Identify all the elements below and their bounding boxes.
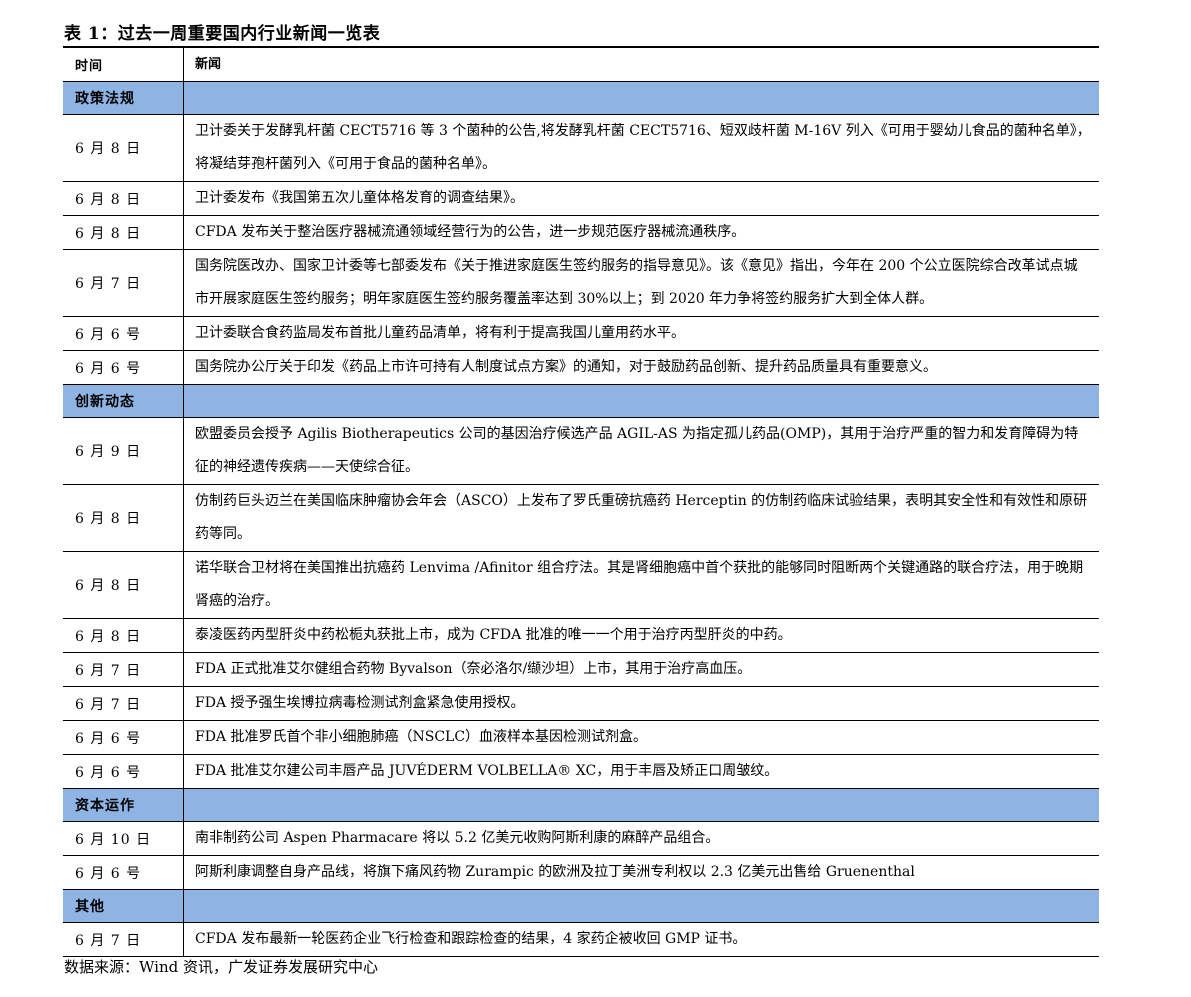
row-news: 诺华联合卫材将在美国推出抗癌药 Lenvima /Afinitor 组合疗法。其… — [183, 551, 1099, 619]
row-news: FDA 批准艾尔建公司丰唇产品 JUVÉDERM VOLBELLA® XC，用于… — [183, 754, 1099, 789]
row-date: 6 月 8 日 — [63, 484, 184, 552]
row-date: 6 月 10 日 — [63, 821, 184, 856]
row-news: 卫计委发布《我国第五次儿童体格发育的调查结果》。 — [183, 181, 1099, 216]
row-news: FDA 正式批准艾尔健组合药物 Byvalson（奈必洛尔/缬沙坦）上市，其用于… — [183, 652, 1099, 687]
row-news: 阿斯利康调整自身产品线，将旗下痛风药物 Zurampic 的欧洲及拉丁美洲专利权… — [183, 855, 1099, 890]
table-row: 6 月 6 号 FDA 批准罗氏首个非小细胞肺癌（NSCLC）血液样本基因检测试… — [63, 720, 1099, 755]
category-label: 其他 — [63, 889, 184, 923]
row-news: 卫计委联合食药监局发布首批儿童药品清单，将有利于提高我国儿童用药水平。 — [183, 316, 1099, 351]
row-news: 卫计委关于发酵乳杆菌 CECT5716 等 3 个菌种的公告,将发酵乳杆菌 CE… — [183, 114, 1099, 182]
table-row: 6 月 7 日 FDA 授予强生埃博拉病毒检测试剂盒紧急使用授权。 — [63, 686, 1099, 721]
table-row: 6 月 7 日 FDA 正式批准艾尔健组合药物 Byvalson（奈必洛尔/缬沙… — [63, 652, 1099, 687]
table-row: 6 月 6 号 FDA 批准艾尔建公司丰唇产品 JUVÉDERM VOLBELL… — [63, 754, 1099, 789]
table-row: 6 月 8 日 泰凌医药丙型肝炎中药松栀丸获批上市，成为 CFDA 批准的唯一一… — [63, 618, 1099, 653]
row-date: 6 月 8 日 — [63, 114, 184, 182]
table-row: 6 月 10 日 南非制药公司 Aspen Pharmacare 将以 5.2 … — [63, 821, 1099, 856]
row-date: 6 月 6 号 — [63, 754, 184, 789]
table-row: 6 月 8 日 CFDA 发布关于整治医疗器械流通领域经营行为的公告，进一步规范… — [63, 215, 1099, 250]
header-news: 新闻 — [183, 47, 1099, 82]
row-news: 国务院办公厅关于印发《药品上市许可持有人制度试点方案》的通知，对于鼓励药品创新、… — [183, 350, 1099, 385]
row-date: 6 月 9 日 — [63, 417, 184, 485]
row-news: 仿制药巨头迈兰在美国临床肿瘤协会年会（ASCO）上发布了罗氏重磅抗癌药 Herc… — [183, 484, 1099, 552]
row-date: 6 月 7 日 — [63, 686, 184, 721]
table-row: 6 月 8 日 仿制药巨头迈兰在美国临床肿瘤协会年会（ASCO）上发布了罗氏重磅… — [63, 484, 1099, 552]
row-date: 6 月 7 日 — [63, 922, 184, 957]
table-row: 6 月 8 日 卫计委发布《我国第五次儿童体格发育的调查结果》。 — [63, 181, 1099, 216]
row-news: FDA 批准罗氏首个非小细胞肺癌（NSCLC）血液样本基因检测试剂盒。 — [183, 720, 1099, 755]
row-news: 欧盟委员会授予 Agilis Biotherapeutics 公司的基因治疗候选… — [183, 417, 1099, 485]
category-row: 创新动态 — [63, 384, 1099, 418]
row-news: CFDA 发布关于整治医疗器械流通领域经营行为的公告，进一步规范医疗器械流通秩序… — [183, 215, 1099, 250]
row-news: 国务院医改办、国家卫计委等七部委发布《关于推进家庭医生签约服务的指导意见》。该《… — [183, 249, 1099, 317]
row-date: 6 月 8 日 — [63, 215, 184, 250]
category-label: 资本运作 — [63, 788, 184, 822]
row-date: 6 月 7 日 — [63, 249, 184, 317]
table-title: 表 1：过去一周重要国内行业新闻一览表 — [64, 24, 381, 44]
category-row: 政策法规 — [63, 81, 1099, 115]
row-date: 6 月 6 号 — [63, 720, 184, 755]
table-row: 6 月 6 号 阿斯利康调整自身产品线，将旗下痛风药物 Zurampic 的欧洲… — [63, 855, 1099, 890]
header-date: 时间 — [63, 47, 184, 82]
category-row: 资本运作 — [63, 788, 1099, 822]
row-news: 泰凌医药丙型肝炎中药松栀丸获批上市，成为 CFDA 批准的唯一一个用于治疗丙型肝… — [183, 618, 1099, 653]
news-table: 时间 新闻 政策法规 6 月 8 日 卫计委关于发酵乳杆菌 CECT5716 等… — [63, 46, 1099, 957]
table-header-row: 时间 新闻 — [63, 47, 1099, 82]
row-date: 6 月 6 号 — [63, 855, 184, 890]
row-date: 6 月 7 日 — [63, 652, 184, 687]
row-date: 6 月 6 号 — [63, 316, 184, 351]
row-date: 6 月 8 日 — [63, 551, 184, 619]
row-news: FDA 授予强生埃博拉病毒检测试剂盒紧急使用授权。 — [183, 686, 1099, 721]
table-row: 6 月 7 日 CFDA 发布最新一轮医药企业飞行检查和跟踪检查的结果，4 家药… — [63, 922, 1099, 957]
row-news: CFDA 发布最新一轮医药企业飞行检查和跟踪检查的结果，4 家药企被收回 GMP… — [183, 922, 1099, 957]
row-news: 南非制药公司 Aspen Pharmacare 将以 5.2 亿美元收购阿斯利康… — [183, 821, 1099, 856]
category-spacer — [183, 889, 1099, 923]
row-date: 6 月 8 日 — [63, 181, 184, 216]
category-label: 政策法规 — [63, 81, 184, 115]
category-row: 其他 — [63, 889, 1099, 923]
source-note: 数据来源：Wind 资讯，广发证券发展研究中心 — [64, 958, 378, 976]
table-row: 6 月 7 日 国务院医改办、国家卫计委等七部委发布《关于推进家庭医生签约服务的… — [63, 249, 1099, 317]
table-row: 6 月 6 号 国务院办公厅关于印发《药品上市许可持有人制度试点方案》的通知，对… — [63, 350, 1099, 385]
table-row: 6 月 9 日 欧盟委员会授予 Agilis Biotherapeutics 公… — [63, 417, 1099, 485]
row-date: 6 月 8 日 — [63, 618, 184, 653]
row-date: 6 月 6 号 — [63, 350, 184, 385]
table-row: 6 月 8 日 卫计委关于发酵乳杆菌 CECT5716 等 3 个菌种的公告,将… — [63, 114, 1099, 182]
category-label: 创新动态 — [63, 384, 184, 418]
category-spacer — [183, 384, 1099, 418]
category-spacer — [183, 81, 1099, 115]
table-row: 6 月 8 日 诺华联合卫材将在美国推出抗癌药 Lenvima /Afinito… — [63, 551, 1099, 619]
category-spacer — [183, 788, 1099, 822]
table-row: 6 月 6 号 卫计委联合食药监局发布首批儿童药品清单，将有利于提高我国儿童用药… — [63, 316, 1099, 351]
